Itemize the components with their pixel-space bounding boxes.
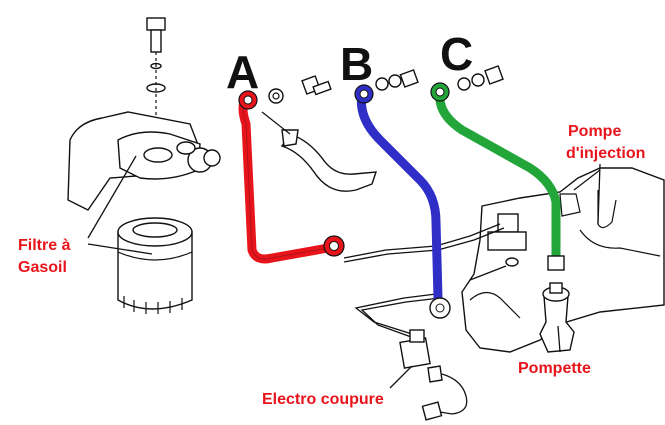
pipe-b-tube bbox=[356, 89, 443, 303]
banjo-bolt-a bbox=[268, 88, 284, 104]
electro-label: Electro coupure bbox=[262, 391, 384, 408]
filter-head bbox=[67, 111, 221, 211]
pompe-label-line2: d'injection bbox=[566, 145, 645, 162]
filter-bolt bbox=[146, 17, 166, 150]
filter-cartridge bbox=[117, 217, 193, 314]
pipe-a-letter: A bbox=[226, 46, 259, 98]
pompe-label-line1: Pompe bbox=[568, 123, 621, 140]
filtre-label-line2: Gasoil bbox=[18, 259, 67, 276]
filtre-leader bbox=[87, 155, 137, 239]
pipe-c-tube bbox=[435, 89, 561, 263]
pompe-leader bbox=[597, 163, 601, 225]
pipe-b-letter: B bbox=[340, 38, 373, 90]
filtre-label-line1: Filtre à bbox=[18, 237, 71, 254]
pipe-c-letter: C bbox=[440, 28, 473, 80]
pompette-leader bbox=[557, 325, 561, 353]
banjo-bolt-b bbox=[301, 69, 419, 96]
stop-solenoid bbox=[399, 329, 468, 421]
pipe-c-nut bbox=[547, 255, 565, 271]
filtre-leader-2 bbox=[87, 243, 153, 255]
fuel-pipe-a bbox=[238, 90, 345, 264]
electro-leader bbox=[389, 365, 413, 389]
banjo-bolt-c bbox=[457, 65, 504, 91]
fuel-pipe-b bbox=[354, 84, 451, 319]
fuel-filter-assembly bbox=[67, 17, 221, 314]
priming-pump bbox=[539, 282, 575, 353]
pompette-label: Pompette bbox=[518, 360, 591, 377]
pipe-a-tube bbox=[238, 93, 333, 264]
fuel-pipe-c bbox=[430, 82, 565, 271]
return-hose bbox=[261, 111, 378, 192]
